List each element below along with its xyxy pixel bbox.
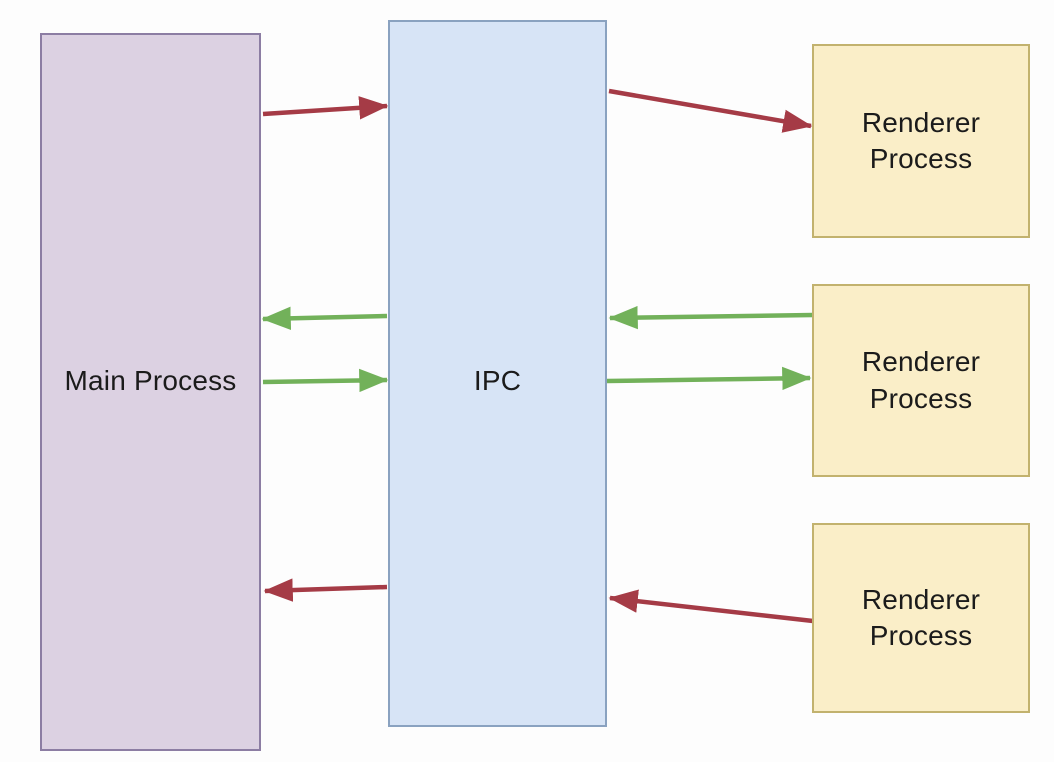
arrow-renderer3-to-ipc <box>608 589 814 624</box>
arrow-renderer2-to-ipc <box>608 305 814 330</box>
arrow-main-to-ipc-top <box>262 96 389 120</box>
arrow-ipc-to-main-bottom <box>263 578 388 602</box>
main-process-label: Main Process <box>64 364 237 396</box>
arrow-ipc-to-renderer2 <box>606 366 812 391</box>
node-main-process: Main Process <box>40 33 261 751</box>
renderer-process-2-label: Renderer Process <box>861 346 981 414</box>
arrow-main-to-ipc-green <box>262 368 389 393</box>
arrow-ipc-to-renderer1 <box>608 88 813 133</box>
node-renderer-process-3: Renderer Process <box>812 523 1030 713</box>
node-renderer-process-1: Renderer Process <box>812 44 1030 238</box>
node-ipc: IPC <box>388 20 607 727</box>
node-renderer-process-2: Renderer Process <box>812 284 1030 477</box>
ipc-label: IPC <box>473 365 522 397</box>
renderer-process-3-label: Renderer Process <box>861 583 981 651</box>
arrow-ipc-to-main-green <box>261 306 388 331</box>
renderer-process-1-label: Renderer Process <box>861 106 981 174</box>
